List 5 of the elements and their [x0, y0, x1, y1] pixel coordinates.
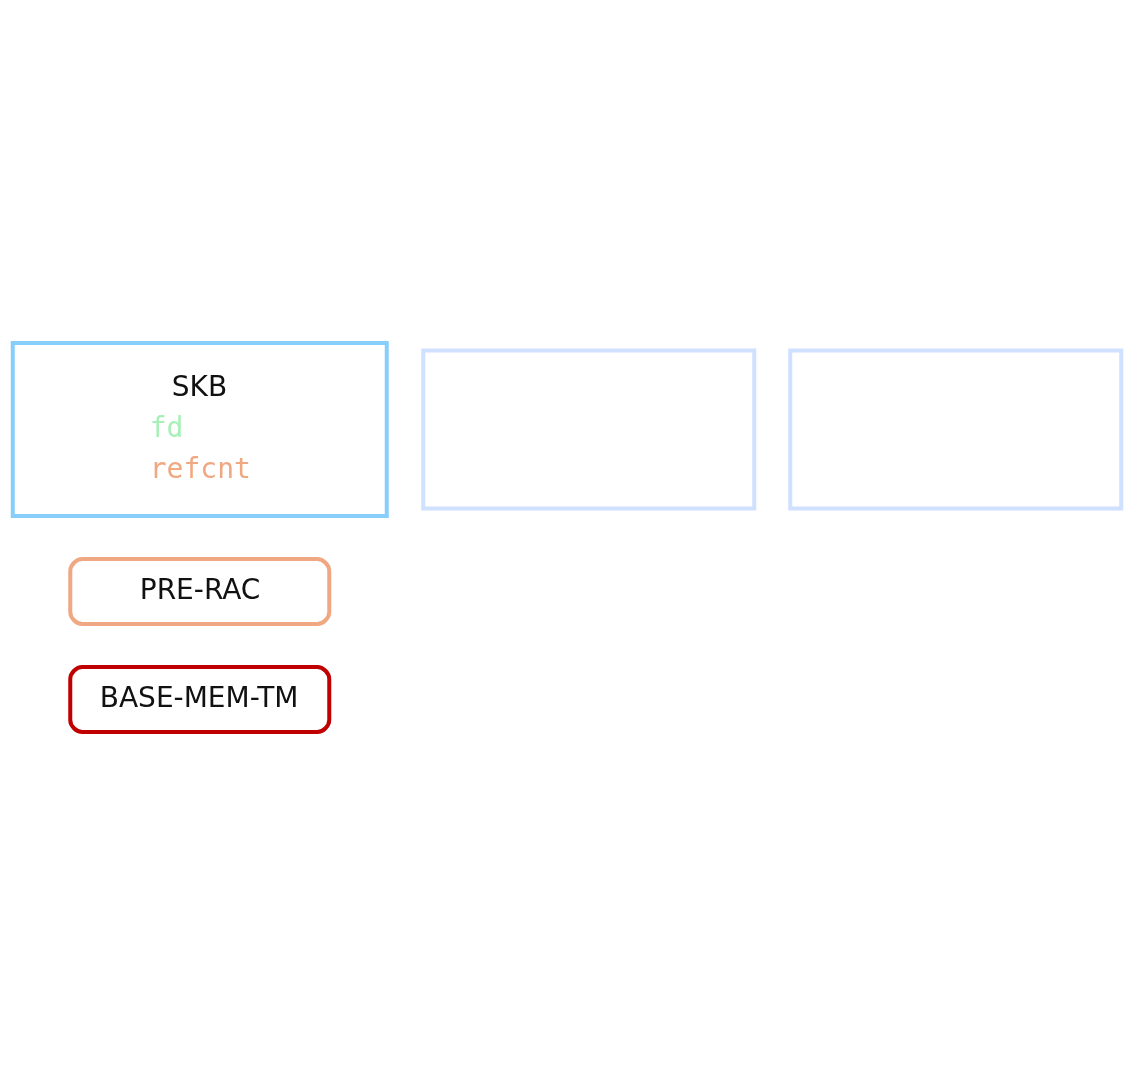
node-box [788, 348, 1124, 510]
node-box [421, 348, 757, 510]
node-box: BASE-MEM-TM [68, 664, 332, 734]
node-box: SKB fd refcnt [10, 340, 389, 518]
node-box: PRE-RAC [68, 556, 332, 626]
